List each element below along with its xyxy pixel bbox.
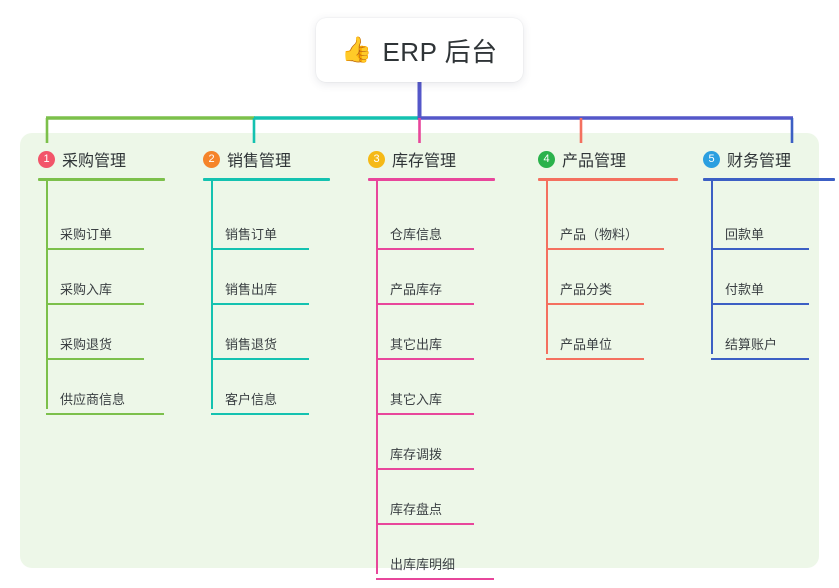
- leaf-underline: [211, 413, 309, 415]
- leaf-underline: [211, 303, 309, 305]
- leaf-node[interactable]: 产品库存: [376, 250, 474, 305]
- leaf-underline: [46, 303, 144, 305]
- leaf-node[interactable]: 采购入库: [46, 250, 144, 305]
- leaf-label: 销售出库: [225, 282, 278, 297]
- leaf-label: 产品库存: [390, 282, 443, 297]
- branch-underline-5: [703, 178, 835, 181]
- leaf-label: 回款单: [725, 227, 765, 242]
- leaf-underline: [546, 303, 644, 305]
- leaf-node[interactable]: 客户信息: [211, 360, 309, 415]
- leaf-node[interactable]: 出库库明细: [376, 525, 494, 580]
- leaf-underline: [376, 523, 474, 525]
- branch-header-2[interactable]: 2 销售管理: [203, 147, 291, 171]
- leaf-label: 客户信息: [225, 392, 278, 407]
- leaf-label: 产品单位: [560, 337, 613, 352]
- leaf-node[interactable]: 产品单位: [546, 305, 644, 360]
- branch-title-4: 产品管理: [562, 153, 627, 170]
- leaf-label: 库存调拨: [390, 447, 443, 462]
- leaf-node[interactable]: 销售退货: [211, 305, 309, 360]
- branch-underline-4: [538, 178, 678, 181]
- root-node[interactable]: 👍 ERP 后台: [316, 18, 523, 82]
- leaf-underline: [376, 358, 474, 360]
- leaf-node[interactable]: 其它出库: [376, 305, 474, 360]
- branch-badge-4: 4: [538, 150, 555, 168]
- leaf-underline: [711, 248, 809, 250]
- branch-header-1[interactable]: 1 采购管理: [38, 147, 126, 171]
- leaf-label: 供应商信息: [60, 392, 126, 407]
- leaf-underline: [546, 248, 664, 250]
- leaf-label: 销售退货: [225, 337, 278, 352]
- leaf-label: 其它入库: [390, 392, 443, 407]
- branch-title-3: 库存管理: [392, 153, 457, 170]
- branch-spine-3: [376, 179, 378, 574]
- leaf-label: 出库库明细: [390, 557, 456, 572]
- leaf-node[interactable]: 供应商信息: [46, 360, 164, 415]
- leaf-underline: [211, 248, 309, 250]
- root-title: ERP 后台: [382, 36, 498, 67]
- branch-header-5[interactable]: 5 财务管理: [703, 147, 791, 171]
- branch-title-1: 采购管理: [62, 153, 127, 170]
- leaf-label: 销售订单: [225, 227, 278, 242]
- branch-title-2: 销售管理: [227, 153, 292, 170]
- branch-badge-5: 5: [703, 150, 720, 168]
- leaf-underline: [46, 413, 164, 415]
- branch-spine-5: [711, 179, 713, 354]
- branch-header-3[interactable]: 3 库存管理: [368, 147, 456, 171]
- thumbs-up-icon: 👍: [341, 35, 373, 64]
- leaf-node[interactable]: 仓库信息: [376, 195, 474, 250]
- leaf-node[interactable]: 其它入库: [376, 360, 474, 415]
- leaf-underline: [46, 248, 144, 250]
- branch-badge-1: 1: [38, 150, 55, 168]
- branch-header-4[interactable]: 4 产品管理: [538, 147, 626, 171]
- leaf-node[interactable]: 销售订单: [211, 195, 309, 250]
- leaf-underline: [376, 578, 494, 580]
- leaf-node[interactable]: 销售出库: [211, 250, 309, 305]
- leaf-node[interactable]: 库存调拨: [376, 415, 474, 470]
- branch-underline-3: [368, 178, 495, 181]
- branch-spine-1: [46, 179, 48, 409]
- leaf-node[interactable]: 产品分类: [546, 250, 644, 305]
- leaf-label: 采购退货: [60, 337, 113, 352]
- leaf-node[interactable]: 采购退货: [46, 305, 144, 360]
- branch-spine-4: [546, 179, 548, 354]
- branch-underline-2: [203, 178, 330, 181]
- branch-columns: 1 采购管理采购订单采购入库采购退货供应商信息 2 销售管理销售订单销售出库销售退货客…: [20, 133, 835, 580]
- leaf-underline: [376, 248, 474, 250]
- leaf-node[interactable]: 采购订单: [46, 195, 144, 250]
- leaf-underline: [211, 358, 309, 360]
- branch-underline-1: [38, 178, 165, 181]
- leaf-underline: [711, 358, 809, 360]
- leaf-label: 库存盘点: [390, 502, 443, 517]
- leaf-label: 产品（物料）: [560, 227, 639, 242]
- branch-title-5: 财务管理: [727, 153, 792, 170]
- branch-badge-2: 2: [203, 150, 220, 168]
- leaf-label: 产品分类: [560, 282, 613, 297]
- root-node-content: 👍 ERP 后台: [341, 32, 497, 69]
- leaf-label: 结算账户: [725, 337, 778, 352]
- leaf-label: 付款单: [725, 282, 765, 297]
- branches-panel: [20, 133, 819, 568]
- leaf-node[interactable]: 产品（物料）: [546, 195, 664, 250]
- leaf-label: 采购订单: [60, 227, 113, 242]
- leaf-label: 仓库信息: [390, 227, 443, 242]
- leaf-node[interactable]: 结算账户: [711, 305, 809, 360]
- leaf-underline: [376, 303, 474, 305]
- leaf-node[interactable]: 付款单: [711, 250, 809, 305]
- leaf-underline: [546, 358, 644, 360]
- branch-spine-2: [211, 179, 213, 409]
- branch-badge-3: 3: [368, 150, 385, 168]
- leaf-underline: [376, 468, 474, 470]
- leaf-underline: [376, 413, 474, 415]
- leaf-underline: [46, 358, 144, 360]
- leaf-label: 其它出库: [390, 337, 443, 352]
- leaf-node[interactable]: 库存盘点: [376, 470, 474, 525]
- leaf-label: 采购入库: [60, 282, 113, 297]
- leaf-underline: [711, 303, 809, 305]
- leaf-node[interactable]: 回款单: [711, 195, 809, 250]
